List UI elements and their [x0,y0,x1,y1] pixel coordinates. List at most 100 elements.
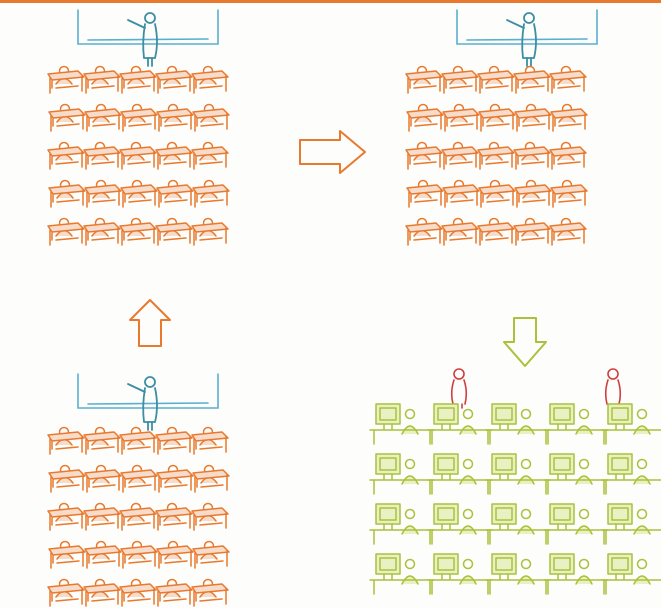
student-desk-icon [514,67,550,94]
student-desk-icon [157,105,193,132]
student-desk-icon [442,143,478,170]
student-desk-icon [407,181,443,208]
computer-workstation-icon [602,404,661,444]
student-desk-icon [443,105,479,132]
student-desk-icon [49,542,85,569]
student-desk-icon [156,504,192,531]
student-desk-icon [192,580,228,607]
student-desk-icon [514,143,550,170]
student-desk-icon [157,466,193,493]
computer-workstation-icon [428,554,492,594]
classroom-panel-top-left [48,10,229,245]
computer-workstation-icon [370,554,434,594]
student-desk-icon [120,504,156,531]
student-desk-icon [515,181,551,208]
arrow-up-icon [130,300,170,346]
student-desk-icon [120,580,156,607]
computer-workstation-icon [486,504,550,544]
student-desk-icon [515,105,551,132]
student-desk-icon [49,105,85,132]
student-desk-icon [84,428,120,455]
student-desk-icon [406,219,442,246]
student-desk-icon [550,219,586,246]
computer-workstation-icon [602,504,661,544]
student-desk-icon [84,143,120,170]
student-desk-icon [121,466,157,493]
computer-workstation-icon [544,404,608,444]
student-desk-icon [121,542,157,569]
top-orange-rule [0,0,661,3]
student-desk-icon [192,504,228,531]
student-desk-icon [48,504,84,531]
student-desk-icon [192,143,228,170]
computer-workstation-icon [486,404,550,444]
student-desk-icon [120,428,156,455]
student-desk-icon [193,105,229,132]
student-desk-icon [85,181,121,208]
student-desk-icon [406,143,442,170]
student-desk-icon [550,143,586,170]
student-desk-icon [48,143,84,170]
student-desk-icon [85,105,121,132]
computer-workstation-icon [486,454,550,494]
student-desk-icon [192,219,228,246]
computer-workstation-icon [544,504,608,544]
student-desk-icon [49,466,85,493]
computer-workstation-icon [428,504,492,544]
student-desk-icon [120,67,156,94]
student-desk-icon [84,67,120,94]
student-desk-icon [192,67,228,94]
blackboard [78,374,218,408]
student-desk-icon [442,219,478,246]
student-desk-icon [48,580,84,607]
student-desk-icon [478,219,514,246]
student-desk-icon [192,428,228,455]
student-desk-icon [84,504,120,531]
student-desk-icon [406,67,442,94]
classroom-panel-bottom-left [48,374,229,606]
computer-workstation-icon [428,404,492,444]
student-desk-icon [551,105,587,132]
student-desk-icon [157,181,193,208]
classroom-panel-top-right [406,10,597,245]
computer-lab-panel-bottom-right [370,369,661,594]
student-desk-icon [193,181,229,208]
student-desk-icon [49,181,85,208]
student-desk-icon [478,67,514,94]
student-desk-icon [156,67,192,94]
student-desk-icon [85,542,121,569]
computer-workstation-icon [602,554,661,594]
student-desk-icon [48,67,84,94]
blackboard [457,10,597,44]
student-desk-icon [551,181,587,208]
student-desk-icon [443,181,479,208]
computer-workstation-icon [486,554,550,594]
student-desk-icon [157,542,193,569]
student-desk-icon [193,466,229,493]
student-desk-icon [85,466,121,493]
computer-workstation-icon [602,454,661,494]
student-desk-icon [156,580,192,607]
student-desk-icon [156,143,192,170]
computer-workstation-icon [544,554,608,594]
student-desk-icon [121,105,157,132]
student-desk-icon [120,143,156,170]
student-desk-icon [48,428,84,455]
computer-workstation-icon [370,404,434,444]
student-desk-icon [478,143,514,170]
student-desk-icon [121,181,157,208]
student-desk-icon [479,105,515,132]
student-desk-icon [550,67,586,94]
computer-workstation-icon [370,504,434,544]
student-desk-icon [84,580,120,607]
supervisor-person-icon [606,369,621,408]
computer-workstation-icon [544,454,608,494]
student-desk-icon [156,428,192,455]
student-desk-icon [407,105,443,132]
student-desk-icon [84,219,120,246]
arrow-down-icon [504,318,546,366]
student-desk-icon [120,219,156,246]
computer-workstation-icon [428,454,492,494]
